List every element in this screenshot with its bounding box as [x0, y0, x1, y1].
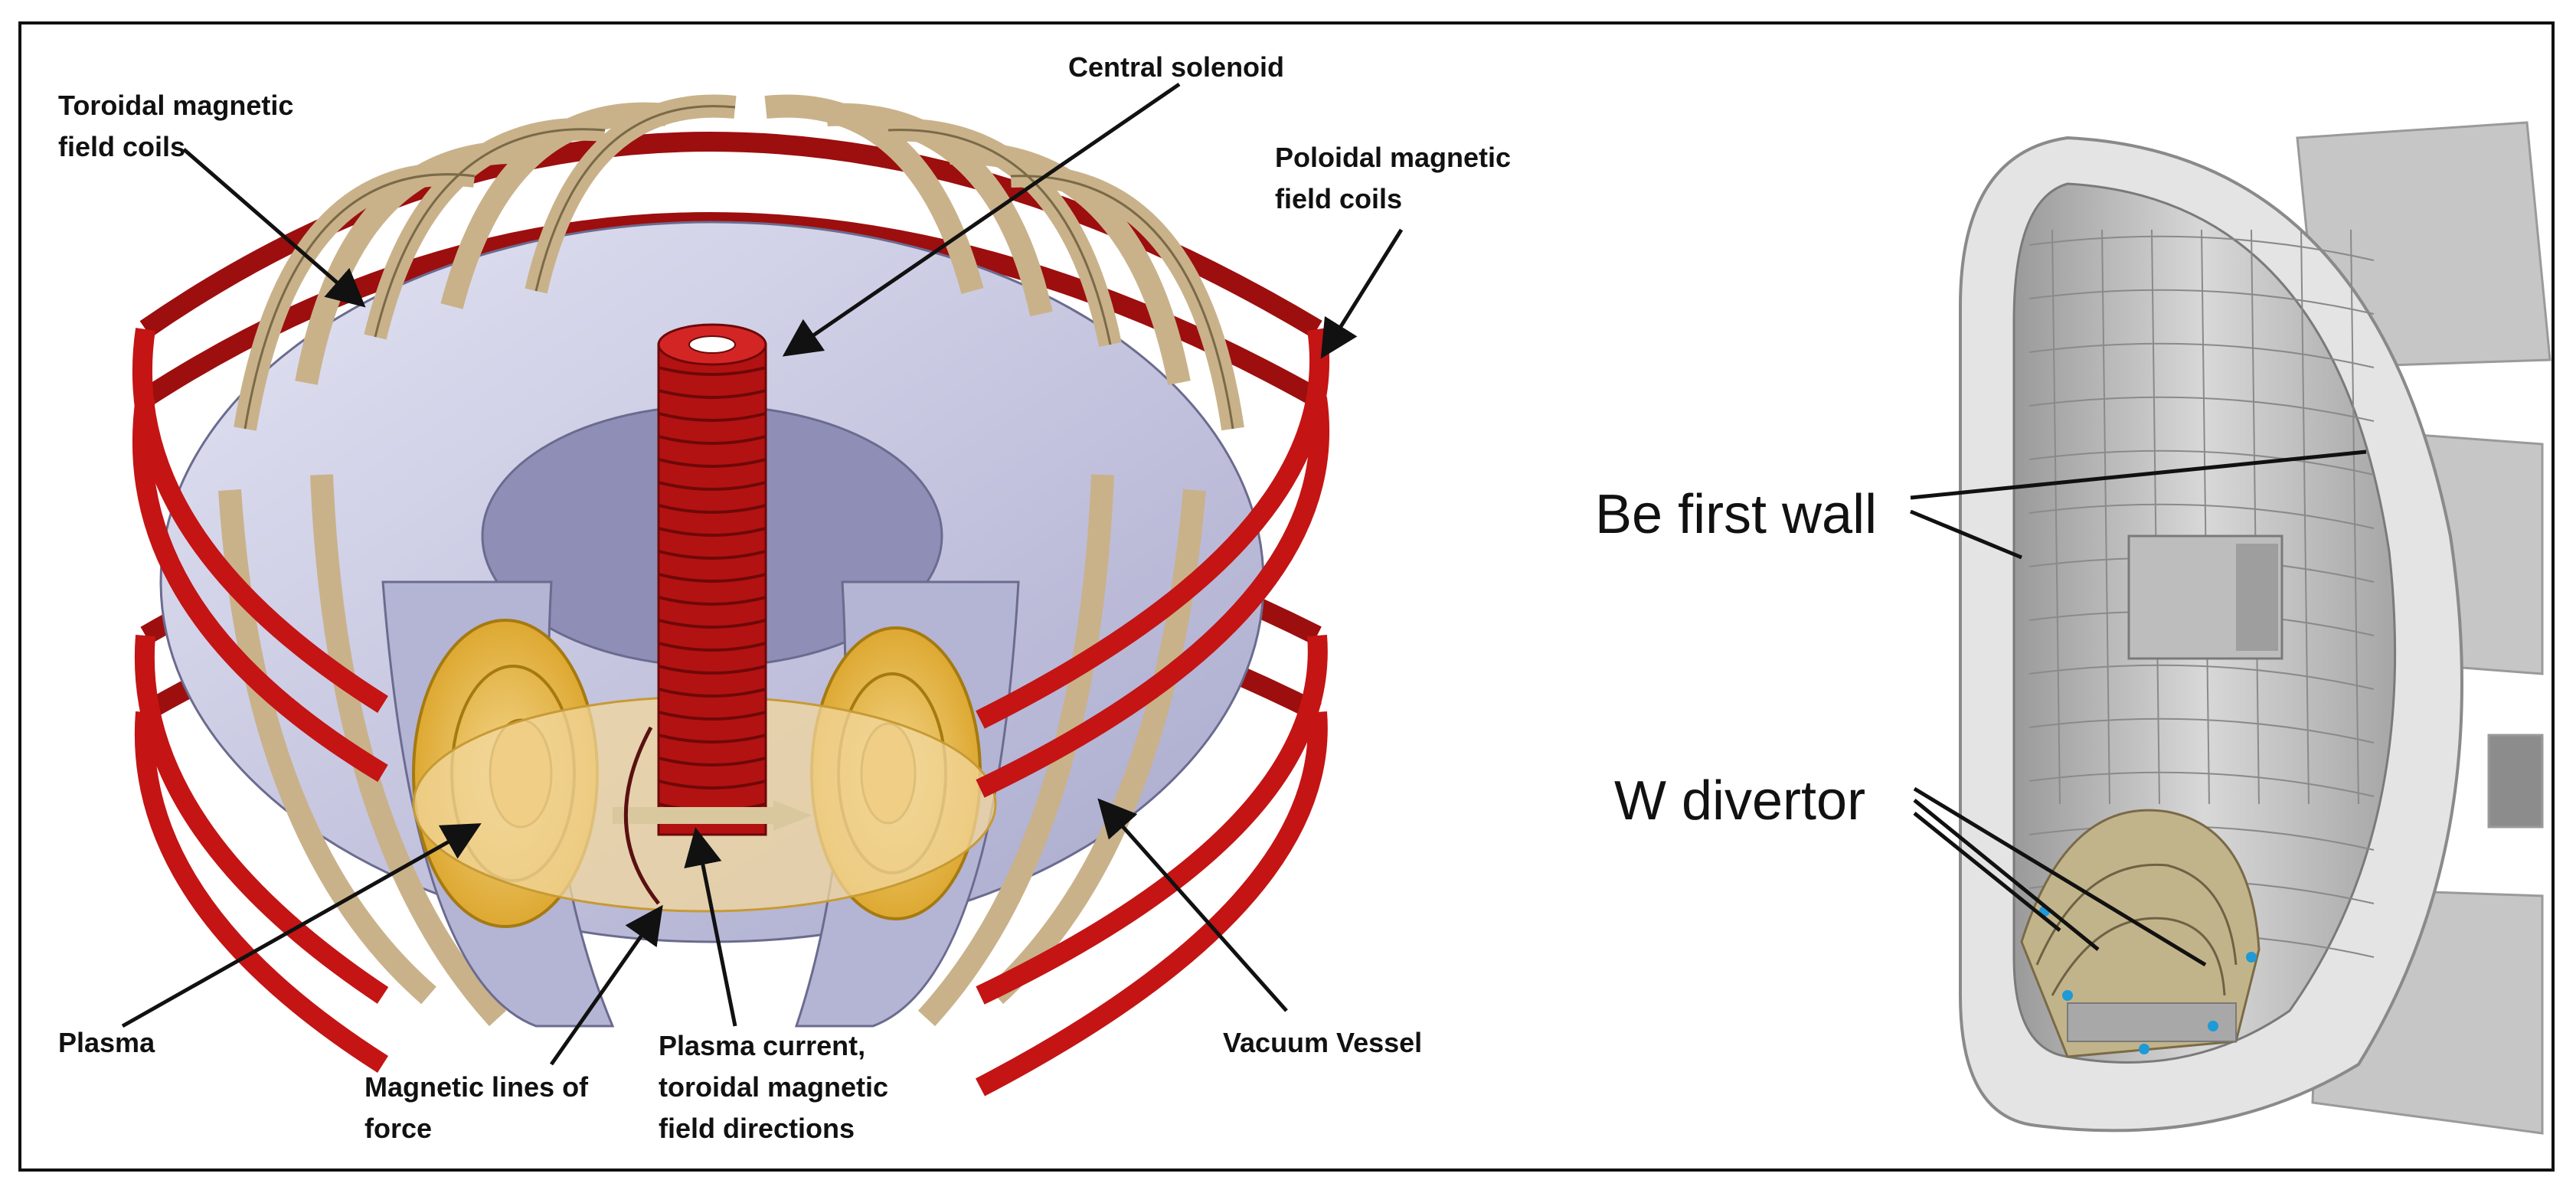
label-plasma-current: Plasma current, toroidal magnetic field … [659, 1030, 896, 1144]
central-solenoid [657, 323, 767, 836]
solenoid-ring [658, 757, 767, 766]
label-plasma: Plasma [58, 1027, 155, 1058]
solenoid-ring [658, 573, 767, 583]
tile-column-line [2151, 229, 2160, 805]
tile-column-line [2201, 229, 2210, 805]
solenoid-ring [658, 596, 767, 606]
solenoid-ring [658, 619, 767, 629]
tokamak-illustration: Toroidal magnetic field coils Central so… [58, 51, 1518, 1144]
solenoid-ring [658, 435, 767, 445]
tile-row-line [2028, 771, 2375, 797]
tile-column-line [2101, 229, 2110, 805]
label-w-divertor: W divertor [1614, 770, 1865, 832]
solenoid-ring [658, 734, 767, 744]
tile-row-line [2028, 449, 2375, 476]
label-magnetic-lines: Magnetic lines of force [364, 1071, 596, 1144]
tile-row-line [2028, 664, 2375, 690]
plasma-current-arrow [613, 726, 812, 905]
solenoid-ring [658, 527, 767, 537]
toroidal-coils-outline [244, 105, 1234, 430]
tile-column-line [2350, 229, 2359, 805]
solenoid-ring [658, 458, 767, 468]
port-grille [2127, 534, 2283, 660]
label-toroidal-field-coils: Toroidal magnetic field coils [58, 90, 301, 162]
solenoid-ring [658, 665, 767, 675]
solenoid-ring [658, 412, 767, 422]
label-vacuum-vessel: Vacuum Vessel [1223, 1027, 1422, 1058]
tile-column-line [2051, 229, 2061, 805]
solenoid-ring [658, 642, 767, 652]
label-central-solenoid: Central solenoid [1068, 51, 1284, 83]
label-be-first-wall: Be first wall [1595, 484, 1877, 545]
tile-row-line [2028, 503, 2375, 529]
leader-lines-left [121, 82, 1404, 1066]
leader-lines-right [1910, 449, 2367, 967]
solenoid-ring [658, 711, 767, 721]
solenoid-ring [658, 481, 767, 491]
solenoid-ring [658, 688, 767, 698]
tile-column-line [2300, 229, 2310, 805]
tile-row-line [2028, 235, 2375, 261]
vessel-cutaway-illustration: Be first wall W divertor [1554, 28, 2551, 1165]
solenoid-ring [658, 550, 767, 560]
solenoid-ring [658, 389, 767, 399]
tile-row-line [2028, 717, 2375, 744]
w-divertor [2020, 809, 2261, 1058]
tile-row-line [2028, 289, 2375, 315]
solenoid-ring [658, 366, 767, 376]
solenoid-ring [658, 504, 767, 514]
tile-column-line [2251, 229, 2260, 805]
solenoid-ring [658, 780, 767, 789]
label-poloidal-field-coils: Poloidal magnetic field coils [1275, 142, 1518, 214]
poloidal-coils-front [132, 328, 1330, 1097]
